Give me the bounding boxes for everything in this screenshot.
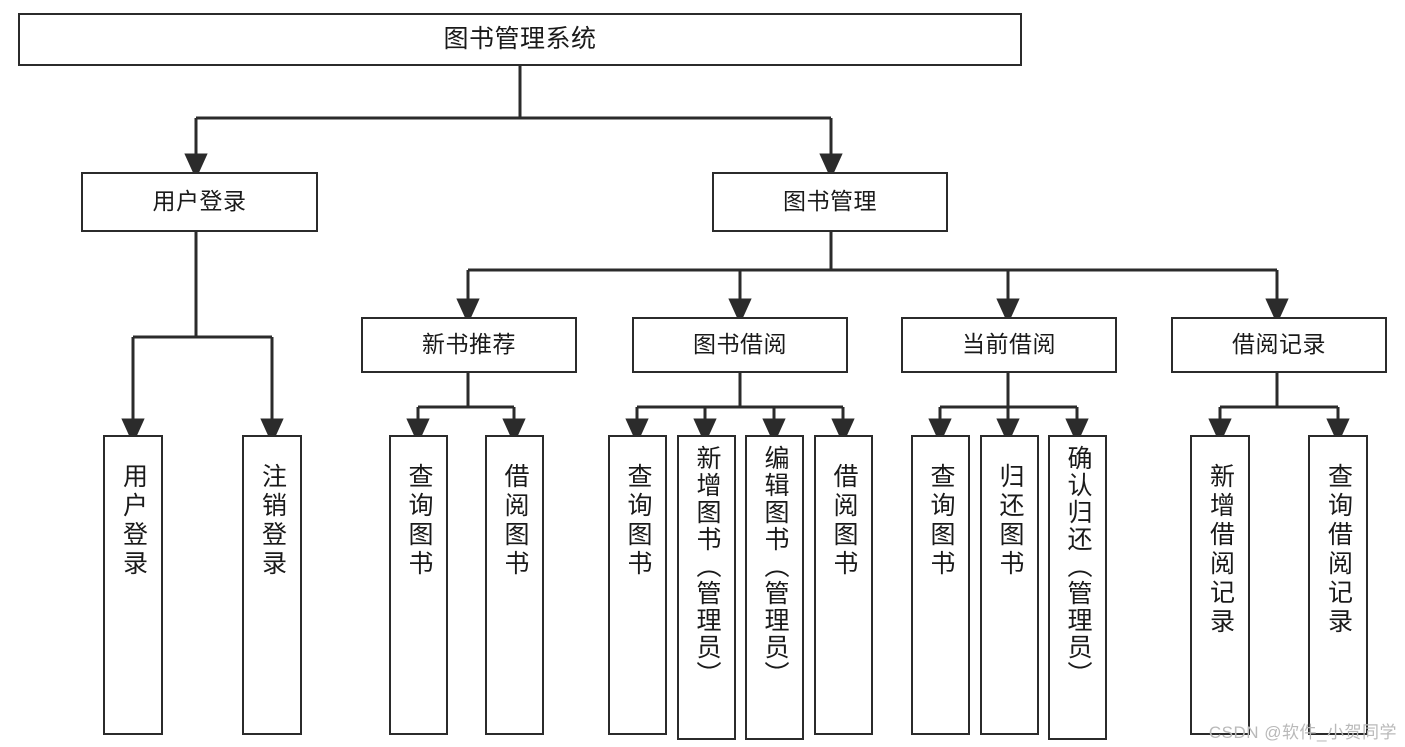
- node-label: 注销登录: [258, 463, 287, 579]
- node-label: 编辑图书（管理员）: [761, 445, 789, 688]
- node-borrow-record[interactable]: 借阅记录: [1171, 317, 1387, 373]
- node-label: 确认归还（管理员）: [1064, 445, 1092, 688]
- node-label: 用户登录: [119, 463, 148, 579]
- leaf-book-borrow-query-book[interactable]: 查询图书: [608, 435, 667, 735]
- node-label: 图书借阅: [693, 331, 787, 358]
- leaf-current-borrow-return-book[interactable]: 归还图书: [980, 435, 1039, 735]
- leaf-borrow-record-add-record[interactable]: 新增借阅记录: [1190, 435, 1250, 735]
- node-label: 查询借阅记录: [1324, 463, 1353, 637]
- node-label: 归还图书: [996, 463, 1024, 579]
- node-label: 查询图书: [624, 463, 652, 579]
- node-book-borrow[interactable]: 图书借阅: [632, 317, 848, 373]
- node-book-management[interactable]: 图书管理: [712, 172, 948, 232]
- leaf-new-book-borrow-book[interactable]: 借阅图书: [485, 435, 544, 735]
- leaf-book-borrow-edit-book-admin[interactable]: 编辑图书（管理员）: [745, 435, 804, 740]
- node-label: 新增借阅记录: [1206, 463, 1235, 637]
- node-label: 查询图书: [927, 463, 955, 579]
- node-label: 新书推荐: [422, 331, 516, 358]
- leaf-current-borrow-query-book[interactable]: 查询图书: [911, 435, 970, 735]
- leaf-user-login-login[interactable]: 用户登录: [103, 435, 163, 735]
- node-label: 借阅记录: [1232, 331, 1326, 358]
- node-label: 当前借阅: [962, 331, 1056, 358]
- leaf-new-book-query-book[interactable]: 查询图书: [389, 435, 448, 735]
- leaf-user-login-logout[interactable]: 注销登录: [242, 435, 302, 735]
- leaf-book-borrow-add-book-admin[interactable]: 新增图书（管理员）: [677, 435, 736, 740]
- node-user-login[interactable]: 用户登录: [81, 172, 318, 232]
- node-label: 用户登录: [152, 188, 247, 215]
- node-current-borrow[interactable]: 当前借阅: [901, 317, 1117, 373]
- node-label: 图书管理系统: [443, 24, 597, 53]
- node-label: 图书管理: [783, 188, 877, 215]
- leaf-book-borrow-borrow-book[interactable]: 借阅图书: [814, 435, 873, 735]
- node-label: 借阅图书: [830, 463, 858, 579]
- node-label: 查询图书: [405, 463, 433, 579]
- node-new-book-recommend[interactable]: 新书推荐: [361, 317, 577, 373]
- node-root-book-management-system[interactable]: 图书管理系统: [18, 13, 1022, 66]
- node-label: 新增图书（管理员）: [693, 445, 721, 688]
- node-label: 借阅图书: [501, 463, 529, 579]
- leaf-borrow-record-query-record[interactable]: 查询借阅记录: [1308, 435, 1368, 735]
- leaf-current-borrow-confirm-return-admin[interactable]: 确认归还（管理员）: [1048, 435, 1107, 740]
